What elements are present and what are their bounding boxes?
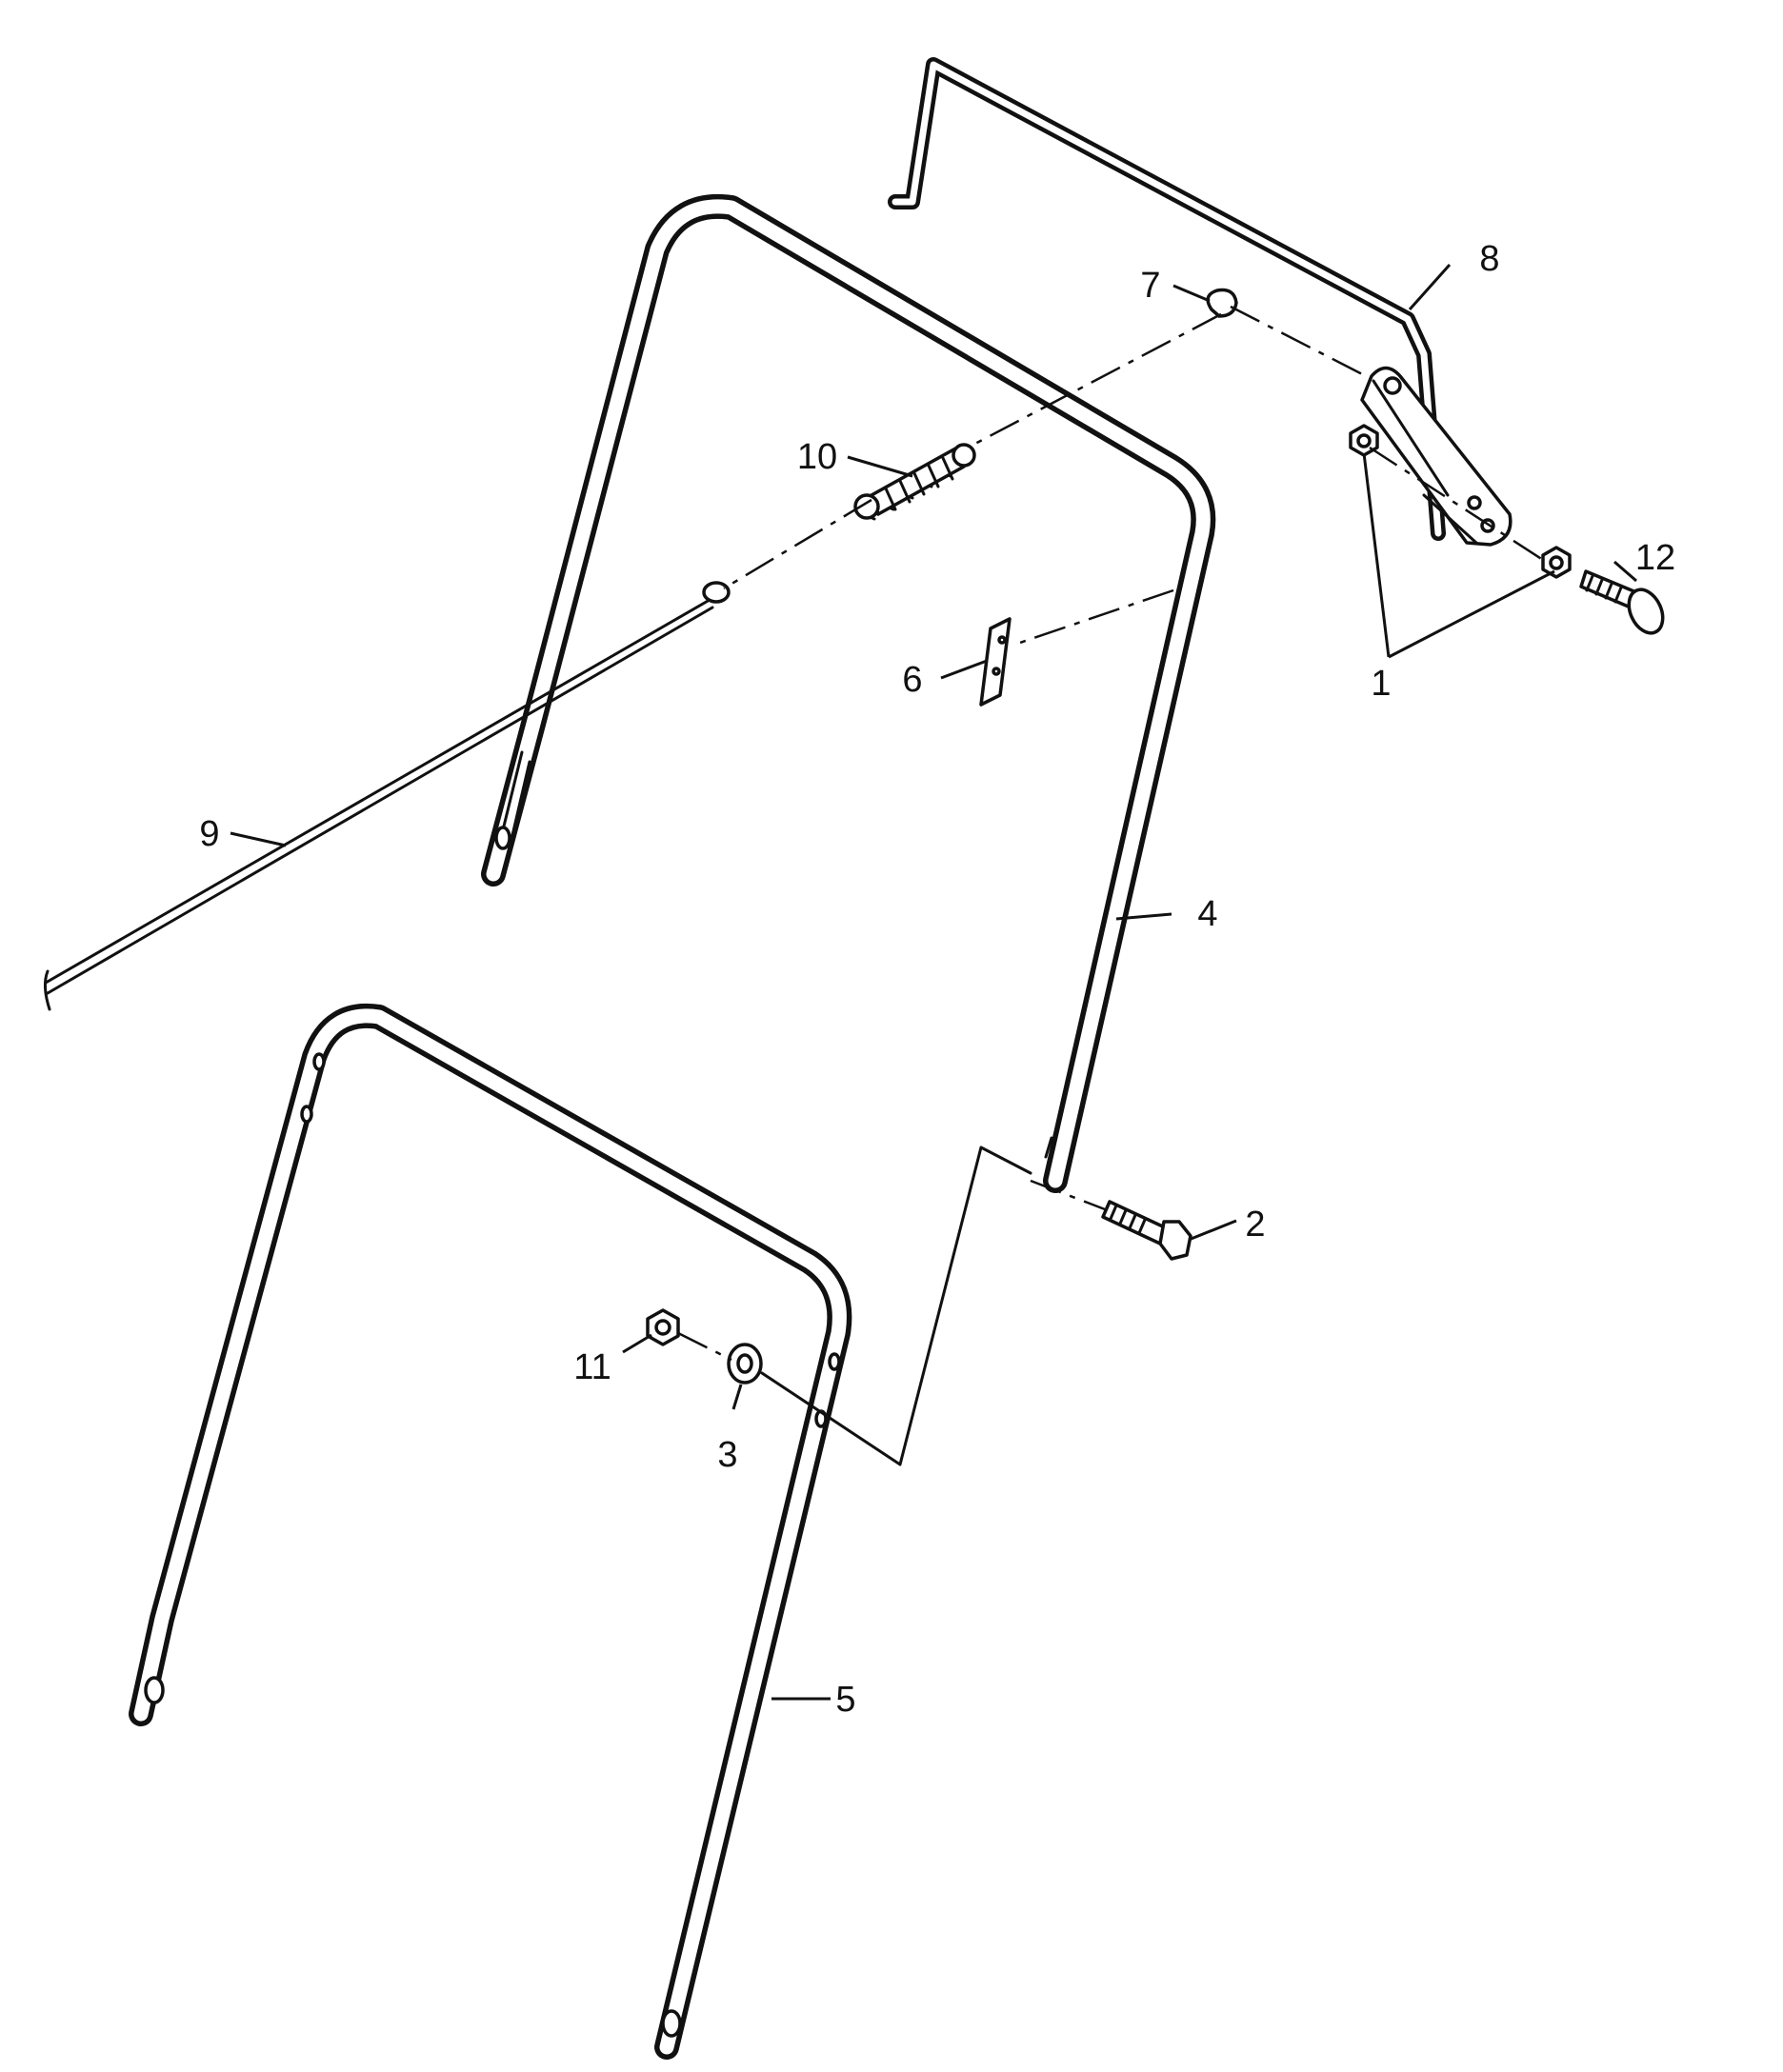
callout-10: 10 [797,437,837,477]
lower-handle-part-5 [129,1003,852,2060]
callout-1: 1 [1371,664,1391,704]
hairpin-clip-part-7 [1206,288,1238,318]
control-lever-bracket [1360,366,1513,547]
hex-bolt-part-2 [1101,1200,1192,1261]
callout-12: 12 [1635,538,1675,578]
assembly-lines [677,305,1544,1466]
control-bail-part-8 [888,57,1446,541]
callout-labels: 1 2 3 4 5 6 7 8 9 10 11 12 [199,239,1675,1720]
callout-6: 6 [902,660,922,700]
washer-part-3 [727,1343,763,1385]
callout-5: 5 [835,1680,855,1720]
callout-9: 9 [199,814,219,854]
callout-4: 4 [1197,894,1217,934]
callout-3: 3 [717,1435,737,1475]
spring-part-10 [853,443,976,521]
callout-11: 11 [573,1347,611,1387]
callout-7: 7 [1140,266,1160,306]
leader-lines [230,264,1637,1701]
callout-2: 2 [1245,1205,1265,1245]
callout-8: 8 [1479,239,1499,279]
control-cable-part-9 [43,581,731,1011]
nut-part-11 [646,1308,680,1346]
upper-handle-part-4 [481,194,1216,1193]
cable-clip-part-6 [979,617,1012,707]
carriage-bolt-part-12 [1579,569,1665,635]
